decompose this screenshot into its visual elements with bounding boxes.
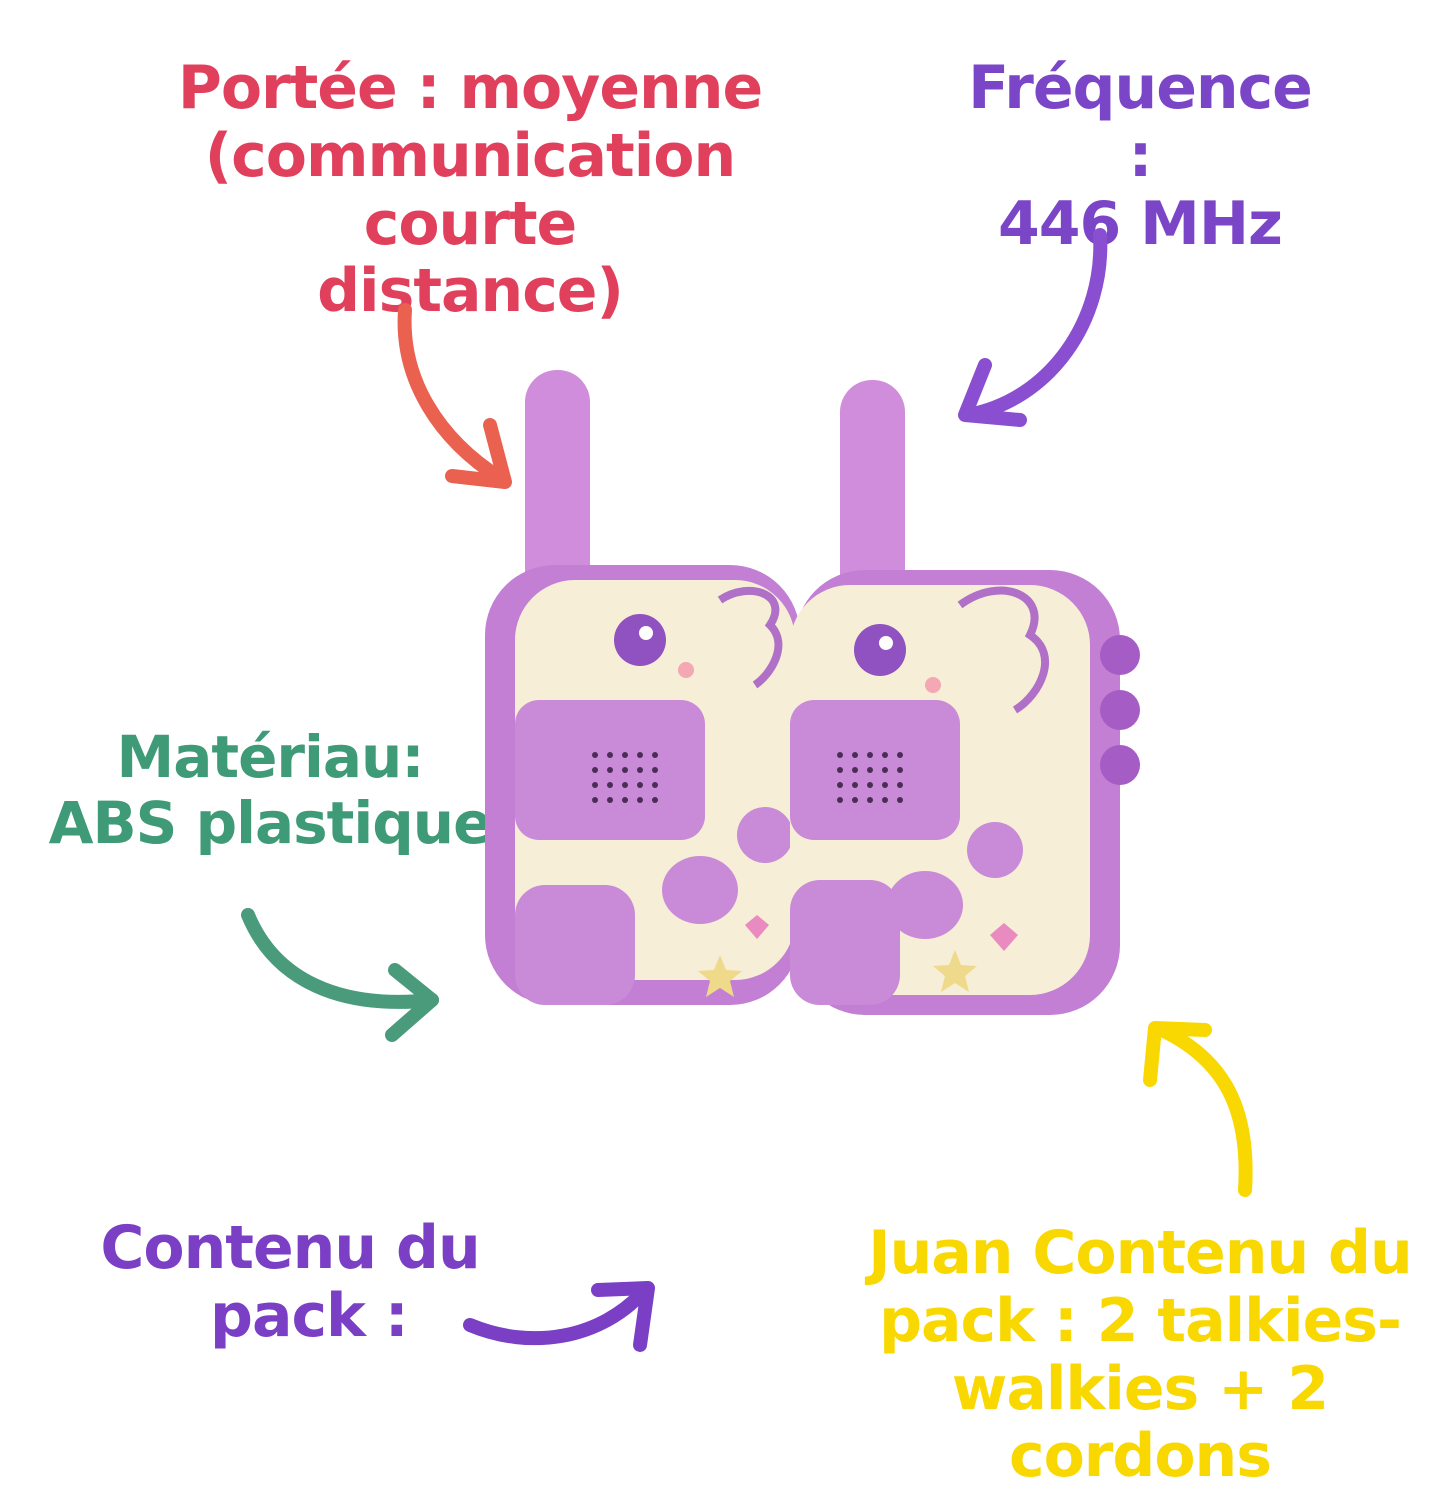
- pack-full-line-2: pack : 2 talkies-: [879, 1285, 1402, 1356]
- frequency-arrow-icon: [958, 228, 1108, 427]
- left-walkie-talkie: [485, 370, 800, 1005]
- pack-contents-label: Contenu du pack :: [80, 1213, 500, 1351]
- pack-full-arrow-icon: [1143, 1021, 1253, 1197]
- pack-arrow-icon: [463, 1281, 655, 1352]
- material-label: Matériau: ABS plastique: [40, 723, 500, 857]
- frequency-label: Fréquence : 446 MHz: [960, 53, 1320, 259]
- pack-line-2: pack :: [210, 1280, 409, 1351]
- pack-full-line-1: Juan Contenu du: [868, 1218, 1412, 1288]
- range-line-3: distance): [317, 256, 624, 327]
- range-arrow-icon: [397, 303, 512, 489]
- frequency-line-1: Fréquence :: [968, 53, 1313, 191]
- material-arrow-icon: [241, 908, 439, 1042]
- range-line-2: (communication courte: [204, 120, 736, 259]
- frequency-line-2: 446 MHz: [998, 188, 1283, 259]
- range-line-1: Portée : moyenne: [177, 53, 763, 123]
- walkie-talkie-pair-image: [485, 370, 1140, 1015]
- material-line-2: ABS plastique: [48, 788, 493, 857]
- range-label: Portée : moyenne (communication courte d…: [110, 53, 830, 327]
- pack-line-1: Contenu du: [100, 1213, 480, 1283]
- right-walkie-talkie: [790, 380, 1140, 1015]
- material-line-1: Matériau:: [116, 723, 424, 791]
